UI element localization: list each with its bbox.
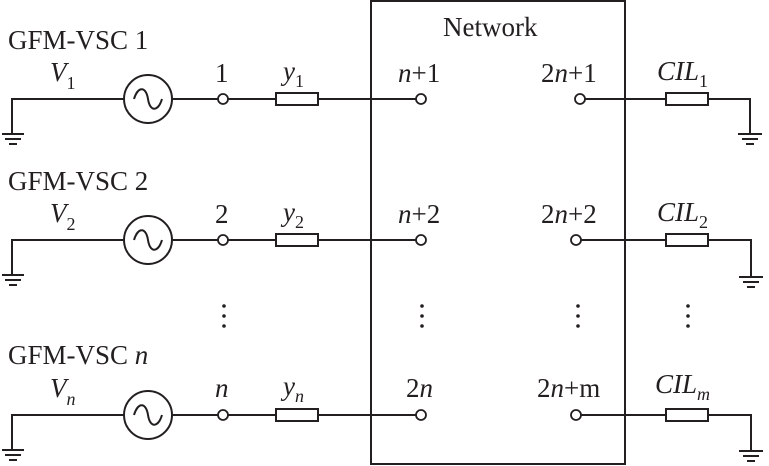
cil-impedance-icon bbox=[665, 408, 709, 422]
admittance-icon bbox=[275, 408, 319, 422]
ground-icon bbox=[2, 239, 124, 286]
network-node-icon bbox=[415, 93, 427, 105]
cil-label: CIL1 bbox=[657, 56, 708, 91]
admittance-icon bbox=[275, 233, 319, 247]
source-voltage-label: Vn bbox=[50, 373, 76, 409]
bus-label: 2 bbox=[215, 199, 229, 229]
ac-voltage-source-icon bbox=[123, 390, 173, 440]
ground-icon bbox=[2, 98, 124, 145]
source-row-n: GFM-VSC n Vn n yn 2n bbox=[2, 340, 433, 461]
ellipsis-column-network-out bbox=[576, 304, 580, 328]
bus-label: 1 bbox=[215, 58, 229, 88]
load-row-2: 2n+2 CIL2 bbox=[541, 197, 763, 288]
load-node-icon bbox=[570, 234, 582, 246]
load-node-label: 2n+1 bbox=[541, 58, 597, 88]
ellipsis-column-bus bbox=[222, 304, 226, 328]
network-node-icon bbox=[415, 234, 427, 246]
network-node-label: 2n bbox=[406, 373, 433, 403]
ground-icon bbox=[708, 98, 762, 145]
source-row-2: GFM-VSC 2 V2 2 y2 n+2 bbox=[2, 166, 440, 286]
ac-voltage-source-icon bbox=[123, 215, 173, 265]
load-node-icon bbox=[574, 93, 586, 105]
admittance-label: y1 bbox=[280, 56, 304, 91]
cil-label: CILm bbox=[655, 369, 710, 404]
network-node-icon bbox=[415, 409, 427, 421]
source-voltage-label: V1 bbox=[50, 57, 76, 93]
load-node-label: 2n+2 bbox=[541, 199, 597, 229]
admittance-label: yn bbox=[280, 371, 304, 406]
bus-label: n bbox=[215, 373, 229, 403]
load-row-m: 2n+m CILm bbox=[537, 369, 763, 462]
bus-node-icon bbox=[217, 93, 229, 105]
network-node-label: n+2 bbox=[398, 199, 440, 229]
load-row-1: 2n+1 CIL1 bbox=[541, 56, 762, 145]
admittance-icon bbox=[275, 92, 319, 106]
network-label: Network bbox=[443, 12, 538, 42]
network-box bbox=[370, 0, 626, 465]
source-title: GFM-VSC 2 bbox=[8, 166, 148, 196]
load-node-icon bbox=[570, 409, 582, 421]
cil-impedance-icon bbox=[665, 233, 709, 247]
ellipsis-column-loads bbox=[686, 304, 690, 328]
cil-impedance-icon bbox=[665, 92, 709, 106]
source-title: GFM-VSC 1 bbox=[8, 25, 148, 55]
source-voltage-label: V2 bbox=[50, 198, 76, 234]
ground-icon bbox=[708, 414, 763, 462]
cil-label: CIL2 bbox=[657, 197, 708, 232]
ground-icon bbox=[708, 239, 763, 288]
bus-node-icon bbox=[217, 234, 229, 246]
ground-icon bbox=[2, 414, 124, 461]
bus-node-icon bbox=[217, 409, 229, 421]
source-title: GFM-VSC n bbox=[8, 340, 148, 370]
ellipsis-column-network-in bbox=[420, 304, 424, 328]
source-row-1: GFM-VSC 1 V1 1 y1 n+1 bbox=[2, 25, 440, 145]
admittance-label: y2 bbox=[280, 197, 304, 232]
ac-voltage-source-icon bbox=[123, 74, 173, 124]
load-node-label: 2n+m bbox=[537, 373, 600, 403]
network-node-label: n+1 bbox=[398, 58, 440, 88]
